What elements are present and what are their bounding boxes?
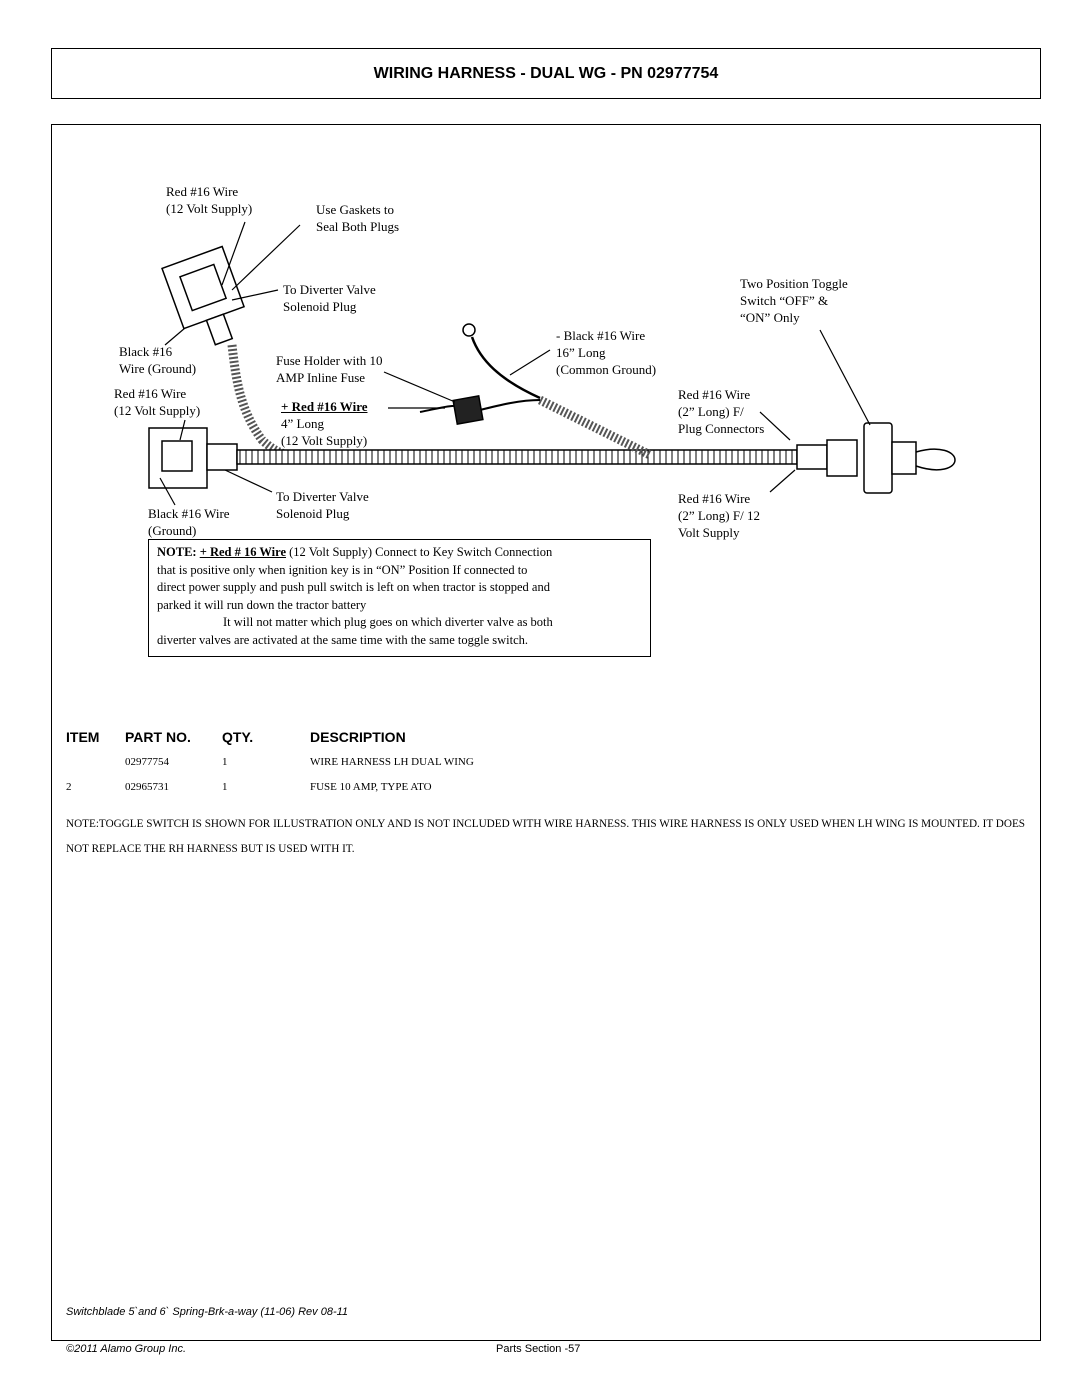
leader-lines bbox=[159, 221, 871, 506]
toggle-switch bbox=[796, 422, 956, 494]
cell-item: 2 bbox=[66, 781, 72, 793]
note-label: NOTE: bbox=[157, 545, 197, 559]
note-line-6: diverter valves are activated at the sam… bbox=[157, 632, 529, 647]
note-line-5: It will not matter which plug goes on wh… bbox=[223, 615, 553, 629]
main-content-box bbox=[51, 124, 1041, 1341]
note-line-3: direct power supply and push pull switch… bbox=[157, 580, 550, 594]
header-description: DESCRIPTION bbox=[310, 729, 406, 745]
label-black-bottom-ground: Black #16 Wire(Ground) bbox=[148, 506, 230, 538]
footer-page-number: Parts Section -57 bbox=[496, 1343, 581, 1355]
footer-copyright: ©2011 Alamo Group Inc. bbox=[66, 1343, 187, 1355]
header-qty: QTY. bbox=[222, 729, 254, 745]
main-conduit-ribs bbox=[239, 450, 793, 464]
note-emphasis: + Red # 16 Wire bbox=[199, 545, 287, 559]
ground-wire bbox=[470, 336, 541, 400]
bottom-solenoid-plug bbox=[148, 427, 238, 489]
cell-qty: 1 bbox=[222, 781, 228, 793]
page-title: WIRING HARNESS - DUAL WG - PN 02977754 bbox=[373, 64, 719, 82]
header-part-no: PART NO. bbox=[125, 729, 191, 745]
fuse-holder bbox=[452, 395, 484, 425]
cell-qty: 1 bbox=[222, 756, 228, 768]
wiring-diagram bbox=[148, 221, 956, 506]
ring-terminal bbox=[462, 323, 476, 337]
title-box: WIRING HARNESS - DUAL WG - PN 02977754 bbox=[51, 48, 1041, 99]
header-item: ITEM bbox=[66, 729, 100, 745]
branch-conduit bbox=[537, 395, 653, 460]
label-red-supply-left: Red #16 Wire(12 Volt Supply) bbox=[114, 386, 201, 418]
cell-part-no: 02977754 bbox=[125, 756, 169, 768]
label-red-2in-plug: Red #16 Wire(2” Long) F/Plug Connectors bbox=[678, 387, 765, 436]
diagram-note-box: NOTE: + Red # 16 Wire (12 Volt Supply) C… bbox=[148, 539, 651, 657]
cell-description: FUSE 10 AMP, TYPE ATO bbox=[310, 781, 432, 793]
note-line-2: that is positive only when ignition key … bbox=[157, 562, 528, 577]
cell-description: WIRE HARNESS LH DUAL WING bbox=[310, 756, 474, 768]
top-conduit bbox=[227, 344, 293, 460]
top-solenoid-plug bbox=[161, 245, 246, 346]
label-red-supply-top: Red #16 Wire(12 Volt Supply) bbox=[166, 184, 253, 216]
note-line-1: (12 Volt Supply) Connect to Key Switch C… bbox=[286, 545, 553, 559]
cell-part-no: 02965731 bbox=[125, 781, 169, 793]
note-line-4: parked it will run down the tractor batt… bbox=[157, 597, 367, 612]
footer-doc-ref: Switchblade 5`and 6` Spring-Brk-a-way (1… bbox=[66, 1306, 349, 1318]
parts-note: NOTE:TOGGLE SWITCH IS SHOWN FOR ILLUSTRA… bbox=[66, 818, 1026, 855]
main-conduit bbox=[236, 449, 798, 465]
